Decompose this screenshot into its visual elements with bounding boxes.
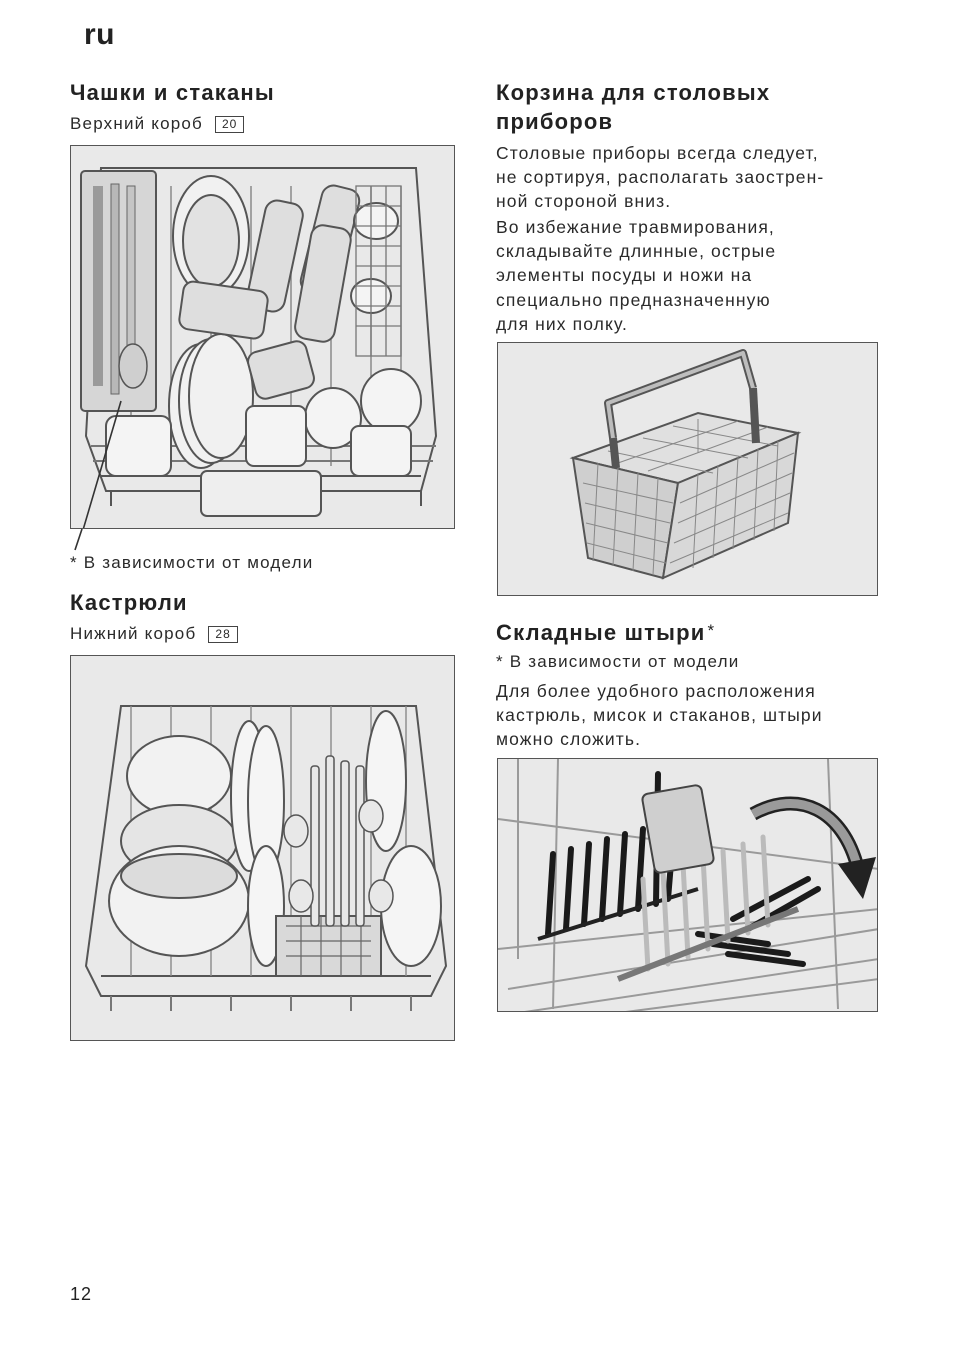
cutlery-para1-line-3: ной стороной вниз. (496, 191, 672, 212)
pots-section-title: Кастрюли (70, 590, 188, 615)
pointer-leader-line (74, 528, 83, 551)
cups-section-title: Чашки и стаканы (70, 80, 275, 105)
tines-title-asterisk: * (707, 621, 716, 640)
cutlery-para2-line-1: Во избежание травмирования, (496, 217, 775, 237)
cutlery-para2-line-2: складывайте длинные, острые (496, 241, 777, 262)
upper-basket-illustration (70, 145, 455, 529)
cutlery-title-line-2: приборов (496, 109, 614, 134)
cutlery-para2-line-4: специально предназначенную (496, 289, 771, 310)
page-number: 12 (70, 1284, 93, 1304)
cutlery-paragraph-1: Столовые приборы всегда следует, не сорт… (496, 141, 824, 214)
pots-section-subtitle: Нижний короб 28 (70, 624, 238, 644)
pots-ref-number: 28 (208, 626, 238, 643)
folding-tines-illustration (497, 758, 878, 1012)
cutlery-basket-illustration (497, 342, 878, 596)
lower-basket-drawing (84, 705, 448, 1011)
tines-paragraph: Для более удобного расположения кастрюль… (496, 679, 823, 752)
tines-footnote: * В зависимости от модели (496, 652, 740, 671)
cutlery-title-line-1: Корзина для столовых (496, 80, 771, 105)
cutlery-para2-line-5: для них полку. (496, 313, 628, 334)
cups-subtitle-text: Верхний короб (70, 114, 203, 133)
lower-basket-illustration (70, 655, 455, 1041)
language-code: ru (84, 18, 115, 51)
upper-basket-drawing (80, 167, 438, 528)
cups-ref-number: 20 (215, 116, 245, 133)
cutlery-para1-line-1: Столовые приборы всегда следует, (496, 143, 819, 163)
cutlery-para2-line-3: элементы посуды и ножи на (496, 265, 753, 286)
cups-section-subtitle: Верхний короб 20 (70, 114, 245, 134)
tines-title-text: Складные штыри (496, 620, 706, 645)
cutlery-para1-line-2: не сортируя, располагать заострен- (496, 167, 825, 188)
cups-footnote: * В зависимости от модели (70, 553, 314, 572)
tines-section-title: Складные штыри* (496, 616, 715, 647)
tines-para-line-3: можно сложить. (496, 729, 642, 750)
tines-para-line-1: Для более удобного расположения (496, 681, 816, 701)
pots-subtitle-text: Нижний короб (70, 624, 197, 643)
tines-para-line-2: кастрюль, мисок и стаканов, штыри (496, 705, 823, 726)
cutlery-basket-drawing (569, 349, 802, 580)
cutlery-section-title: Корзина для столовых приборов (496, 78, 770, 136)
cutlery-paragraph-2: Во избежание травмирования, складывайте … (496, 215, 776, 336)
folding-tines-drawing (498, 759, 877, 1011)
